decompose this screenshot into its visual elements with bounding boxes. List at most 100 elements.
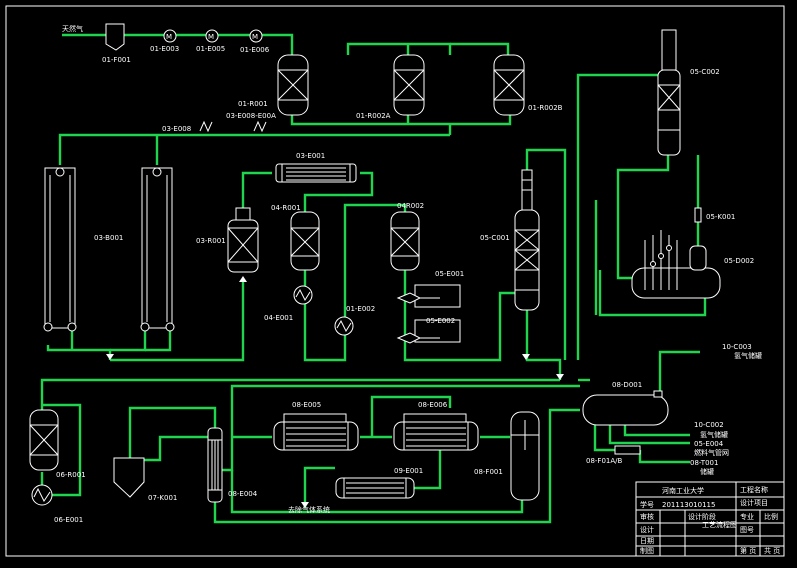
label-03-e008: 03-E008 bbox=[162, 125, 191, 133]
filter-01-f001 bbox=[105, 23, 125, 51]
label-05-k001: 05-K001 bbox=[706, 213, 735, 221]
column-05-c001 bbox=[514, 169, 540, 311]
label-08-f01a: 08-F01A/B bbox=[586, 457, 623, 465]
label-08-e005: 08-E005 bbox=[292, 401, 321, 409]
column-05-c002 bbox=[657, 29, 681, 156]
label-06-e001: 06-E001 bbox=[54, 516, 83, 524]
label-10-c002: 10-C002 bbox=[694, 421, 724, 429]
furnace-03-b001 bbox=[43, 167, 175, 332]
label-08-e006: 08-E006 bbox=[418, 401, 448, 409]
flow-arrow bbox=[522, 354, 530, 360]
flow-arrow bbox=[301, 502, 309, 508]
tank-05-d002 bbox=[631, 230, 721, 299]
label-05-c001: 05-C001 bbox=[480, 234, 510, 242]
tb-cell-c: 设计阶段 bbox=[688, 512, 716, 521]
label-03-r001: 03-R001 bbox=[196, 237, 226, 245]
compressor-01-e005: M bbox=[205, 29, 219, 43]
tb-id-prefix: 学号 bbox=[640, 500, 654, 509]
label-05-e004-sub: 燃料气管网 bbox=[694, 448, 729, 457]
label-01-e003: 01-E003 bbox=[150, 45, 179, 53]
label-08-f001: 08-F001 bbox=[474, 468, 503, 476]
exchanger-05-e001 bbox=[396, 284, 461, 308]
compressor-01-e006: M bbox=[249, 29, 263, 43]
tb-cell-e: 图号 bbox=[740, 526, 754, 534]
drawing-border bbox=[5, 5, 785, 557]
valve-05-k001 bbox=[694, 207, 702, 223]
label-01-e005: 01-E005 bbox=[196, 45, 225, 53]
label-10-c003: 10-C003 bbox=[722, 343, 752, 351]
heater-03-e008 bbox=[199, 120, 267, 133]
label-10-c002-sub: 氢气储罐 bbox=[700, 430, 728, 439]
tb-cell-g: 共 页 bbox=[764, 546, 780, 555]
label-05-c002: 05-C002 bbox=[690, 68, 720, 76]
separator-07-k001 bbox=[113, 457, 145, 498]
tb-cell-j: 设计 bbox=[640, 525, 654, 534]
label-03-e008b: 03-E008-E00A bbox=[226, 112, 276, 120]
tb-cell-h: 比例 bbox=[764, 512, 778, 521]
label-04-e001: 04-E001 bbox=[264, 314, 293, 322]
tb-cell-f: 第 页 bbox=[740, 546, 756, 555]
label-08-d001: 08-D001 bbox=[612, 381, 642, 389]
label-01-f001: 01-F001 bbox=[102, 56, 131, 64]
equipment-labels: 天然气 01-F001 01-E003 01-E005 01-E006 01-R… bbox=[54, 24, 762, 524]
reactor-03-r001 bbox=[227, 207, 259, 273]
label-01-r002a: 01-R002A bbox=[356, 112, 391, 120]
vessel-08-f001 bbox=[510, 411, 540, 501]
cooler-01-e002 bbox=[334, 316, 354, 336]
tb-cell-b: 设计项目 bbox=[740, 498, 768, 507]
reactor-06-r001 bbox=[29, 409, 59, 471]
label-08-t001: 08-T001 bbox=[690, 459, 718, 467]
label-07-k001: 07-K001 bbox=[148, 494, 177, 502]
flow-arrow bbox=[239, 276, 247, 282]
reactor-01-r002a bbox=[393, 54, 425, 116]
exchanger-08-e006 bbox=[393, 413, 479, 451]
label-10-c003-sub: 氢气储罐 bbox=[734, 351, 762, 360]
flow-arrow bbox=[556, 374, 564, 380]
svg-text:M: M bbox=[166, 33, 172, 41]
reactor-04-r002 bbox=[390, 211, 420, 271]
tb-cell-d: 专业 bbox=[740, 512, 754, 521]
label-01-r001: 01-R001 bbox=[238, 100, 268, 108]
label-01-r002b: 01-R002B bbox=[528, 104, 563, 112]
flow-arrow bbox=[106, 354, 114, 360]
exchanger-05-e002 bbox=[396, 319, 461, 344]
exchanger-03-e001 bbox=[275, 163, 357, 183]
label-09-e001: 09-E001 bbox=[394, 467, 423, 475]
label-04-r002: 04R002 bbox=[397, 202, 424, 210]
label-product: 去除气体系统 bbox=[288, 505, 330, 514]
label-05-e002: 05-E002 bbox=[426, 317, 455, 325]
tb-school: 河南工业大学 bbox=[662, 486, 704, 495]
label-04-r001: 04-R001 bbox=[271, 204, 301, 212]
label-06-r001: 06-R001 bbox=[56, 471, 86, 479]
label-03-e001: 03-E001 bbox=[296, 152, 325, 160]
tb-cell-i: 审核 bbox=[640, 512, 654, 521]
tb-cell-a: 工程名称 bbox=[740, 485, 768, 494]
reactor-01-r002b bbox=[493, 54, 525, 116]
label-05-e001: 05-E001 bbox=[435, 270, 464, 278]
svg-text:M: M bbox=[252, 33, 258, 41]
exchanger-09-e001 bbox=[335, 477, 415, 499]
tb-id: 201113010115 bbox=[662, 501, 715, 509]
label-08-t001-sub: 储罐 bbox=[700, 467, 714, 476]
label-05-e004: 05-E004 bbox=[694, 440, 724, 448]
title-block: 河南工业大学 学号 201113010115 工程名称 设计项目 审核 设计阶段… bbox=[635, 481, 785, 557]
label-feed: 天然气 bbox=[62, 24, 83, 33]
exchanger-08-e005 bbox=[273, 413, 359, 451]
label-05-d002: 05-D002 bbox=[724, 257, 754, 265]
reactor-04-r001 bbox=[290, 211, 320, 271]
tb-drawing: 工艺流程图 bbox=[702, 520, 737, 529]
svg-text:M: M bbox=[208, 33, 214, 41]
reactor-01-r001 bbox=[277, 54, 309, 116]
compressor-01-e003: M bbox=[163, 29, 177, 43]
label-03-b001: 03-B001 bbox=[94, 234, 123, 242]
pipe-network bbox=[40, 33, 707, 524]
tb-cell-k: 日期 bbox=[640, 537, 654, 545]
drum-08-d001 bbox=[582, 390, 669, 426]
tb-cell-l: 制图 bbox=[640, 546, 654, 555]
cooler-04-e001 bbox=[293, 285, 313, 305]
cooler-06-e001 bbox=[31, 484, 53, 506]
filter-08-f01a bbox=[614, 445, 641, 455]
label-08-e004: 08-E004 bbox=[228, 490, 258, 498]
exchanger-08-e004 bbox=[207, 427, 223, 503]
